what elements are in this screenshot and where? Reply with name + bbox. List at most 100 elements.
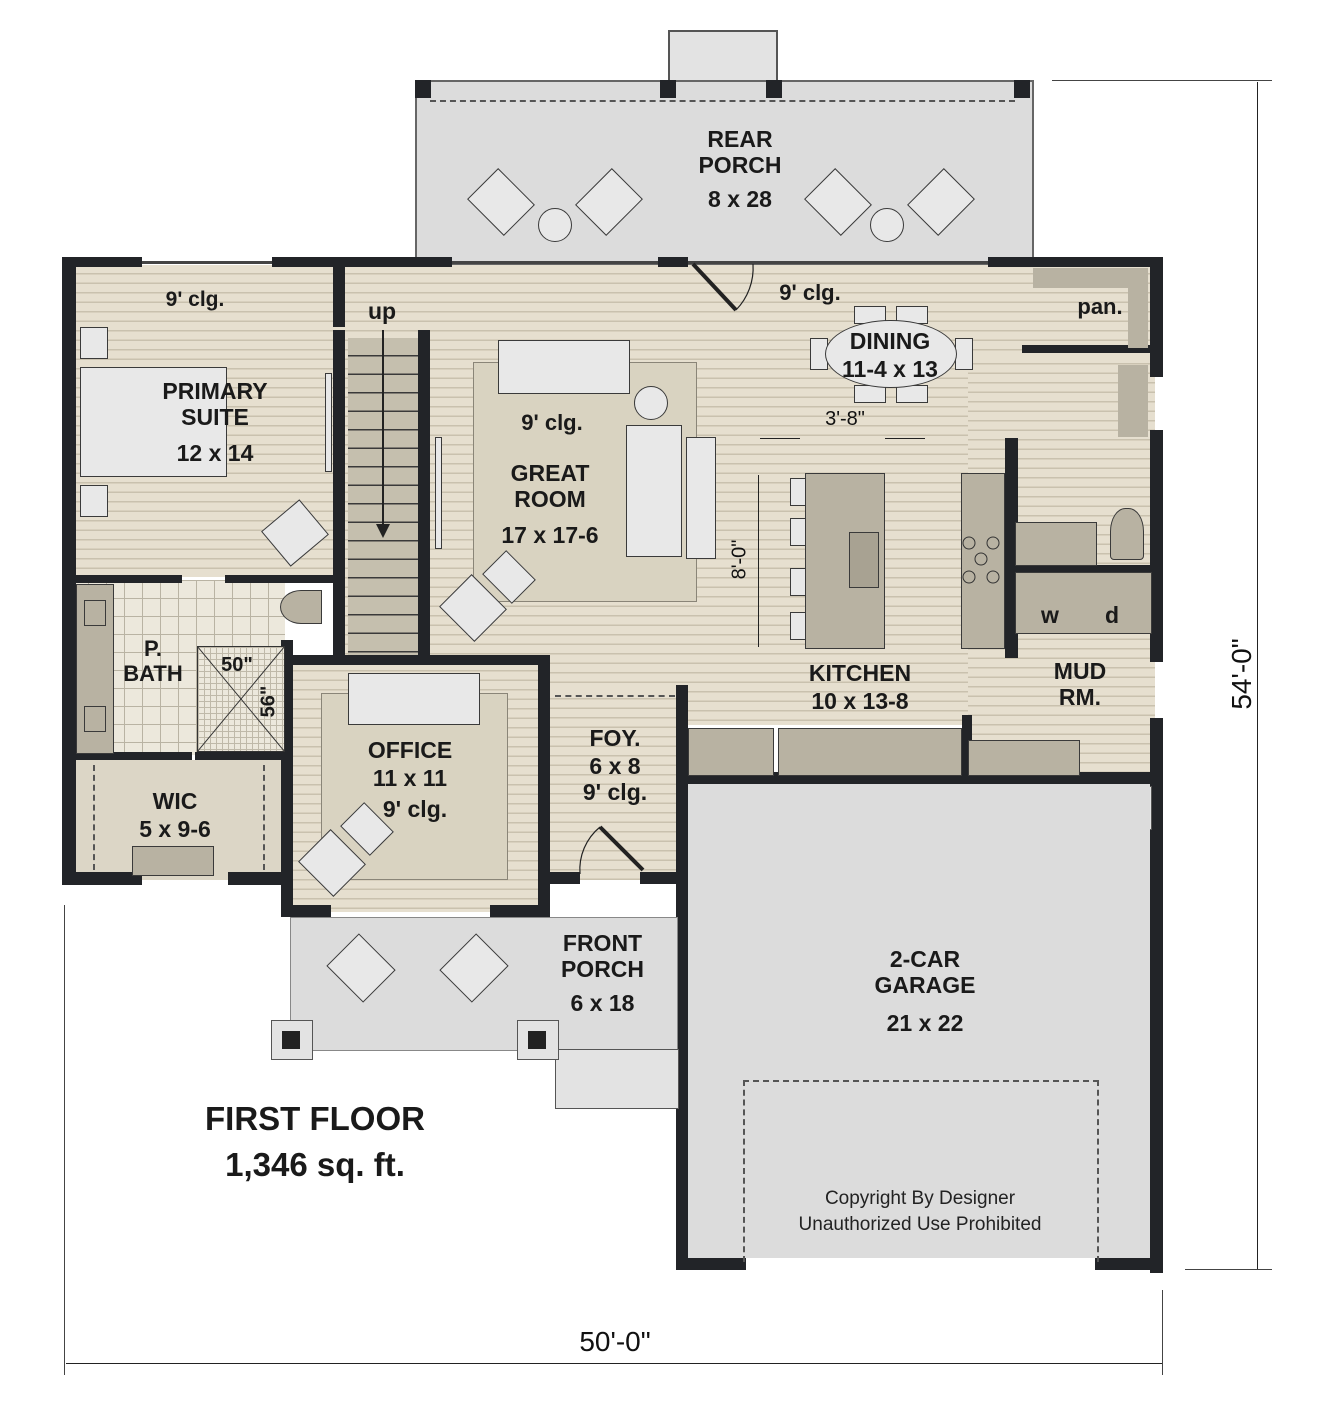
depth-dimension-line: [1257, 82, 1258, 1270]
exterior-wall: [1150, 257, 1163, 377]
island-sink: [849, 532, 879, 588]
floor-area: 1,346 sq. ft.: [225, 1146, 405, 1183]
shower-depth: 56": [257, 685, 280, 718]
kitchen-size: 10 x 13-8: [811, 688, 909, 714]
sink: [84, 600, 106, 626]
rear-porch-size: 8 x 28: [708, 186, 772, 212]
garage-wall: [676, 1258, 746, 1270]
office-name: OFFICE: [367, 737, 453, 763]
cooktop: [962, 536, 1000, 584]
porch-post: [1014, 80, 1030, 98]
aisle-dimension: 3'-8": [825, 408, 865, 430]
primary-suite-name: PRIMARY SUITE: [162, 378, 268, 431]
width-dimension-line: [66, 1363, 1163, 1364]
office-size: 11 x 11: [372, 765, 448, 791]
width-extension-left: [64, 905, 65, 1375]
side-table: [634, 386, 668, 420]
window: [688, 261, 988, 264]
porch-column: [517, 1020, 559, 1060]
porch-post: [660, 80, 676, 98]
bar-stool: [790, 478, 806, 506]
exterior-wall: [62, 872, 142, 885]
primary-suite-ceiling: 9' clg.: [165, 288, 225, 311]
aisle-dimension-line: [760, 438, 800, 439]
primary-suite-size: 12 x 14: [176, 440, 254, 466]
stair-arrow-head: [376, 524, 390, 538]
chimney: [668, 30, 778, 86]
porch-post: [766, 80, 782, 98]
rear-porch-area: [415, 80, 1034, 266]
sofa: [498, 340, 630, 394]
bed: [80, 367, 227, 477]
island-dimension-line: [758, 475, 759, 647]
bar-stool: [790, 612, 806, 640]
shower-width: 50": [221, 654, 253, 676]
garage-door[interactable]: [743, 1080, 1099, 1262]
exterior-wall: [545, 872, 580, 884]
base-cabinet: [778, 728, 962, 776]
foyer-name: FOY.: [589, 725, 641, 751]
closet-rod: [93, 765, 95, 870]
garage-floor: [688, 784, 1150, 1258]
interior-wall: [1010, 565, 1155, 573]
exterior-wall: [658, 257, 688, 267]
interior-wall: [281, 655, 546, 665]
width-dimension-label: 50'-0": [579, 1326, 651, 1357]
exterior-wall: [272, 257, 427, 267]
tv-stand: [435, 437, 442, 549]
dining-size: 11-4 x 13: [842, 356, 938, 382]
garage-wall: [1095, 1258, 1163, 1270]
kitchen-island: [805, 473, 885, 649]
interior-wall: [333, 262, 345, 327]
wic-shelf: [132, 846, 214, 876]
exterior-wall: [676, 685, 688, 1270]
interior-wall: [1022, 345, 1152, 353]
dining-name: DINING: [849, 328, 931, 354]
mudroom-sink-counter: [1015, 522, 1097, 566]
front-door-swing[interactable]: [575, 822, 650, 877]
laundry-counter: [1015, 572, 1152, 634]
great-room-name: GREAT ROOM: [510, 460, 590, 513]
porch-table: [538, 208, 572, 242]
island-dimension: 8'-0": [728, 539, 751, 580]
exterior-wall: [988, 257, 1163, 267]
foyer-opening: [555, 695, 675, 697]
console-table: [686, 437, 716, 559]
porch-post: [415, 80, 431, 98]
copyright-line-2: Unauthorized Use Prohibited: [798, 1214, 1042, 1235]
width-extension-right: [1162, 1290, 1163, 1375]
great-room-size: 17 x 17-6: [501, 522, 599, 548]
interior-wall: [1005, 438, 1018, 658]
interior-wall: [225, 575, 340, 583]
base-cabinet: [688, 728, 774, 776]
rear-door-swing: [691, 262, 754, 312]
closet-rod: [263, 765, 265, 870]
bar-stool: [790, 568, 806, 596]
toilet: [1110, 508, 1144, 560]
pantry-shelf: [1033, 268, 1148, 288]
exterior-wall: [228, 872, 288, 885]
toilet: [280, 590, 322, 624]
mudroom-bench: [968, 740, 1080, 776]
kitchen-name: KITCHEN: [808, 660, 912, 686]
exterior-wall: [62, 257, 142, 267]
rear-porch-screen-line: [430, 100, 1015, 102]
exterior-wall: [281, 905, 331, 917]
depth-extension-bottom: [1185, 1269, 1272, 1270]
pantry-shelf: [1128, 268, 1148, 348]
great-room-ceiling: 9' clg.: [521, 410, 583, 435]
rear-porch-name: REAR PORCH: [698, 126, 782, 179]
exterior-wall: [1150, 718, 1163, 1273]
aisle-dimension-line: [885, 438, 925, 439]
wic-size: 5 x 9-6: [139, 816, 211, 842]
floor-title: FIRST FLOOR: [205, 1100, 425, 1137]
copyright-line-1: Copyright By Designer: [824, 1188, 1016, 1209]
stair-arrow: [382, 330, 384, 530]
garage-size: 21 x 22: [886, 1010, 964, 1036]
exterior-wall: [640, 872, 685, 884]
dresser: [325, 373, 332, 472]
interior-wall: [333, 330, 345, 660]
window: [142, 261, 272, 264]
locker-bench: [1118, 365, 1148, 437]
exterior-wall: [1150, 430, 1163, 662]
